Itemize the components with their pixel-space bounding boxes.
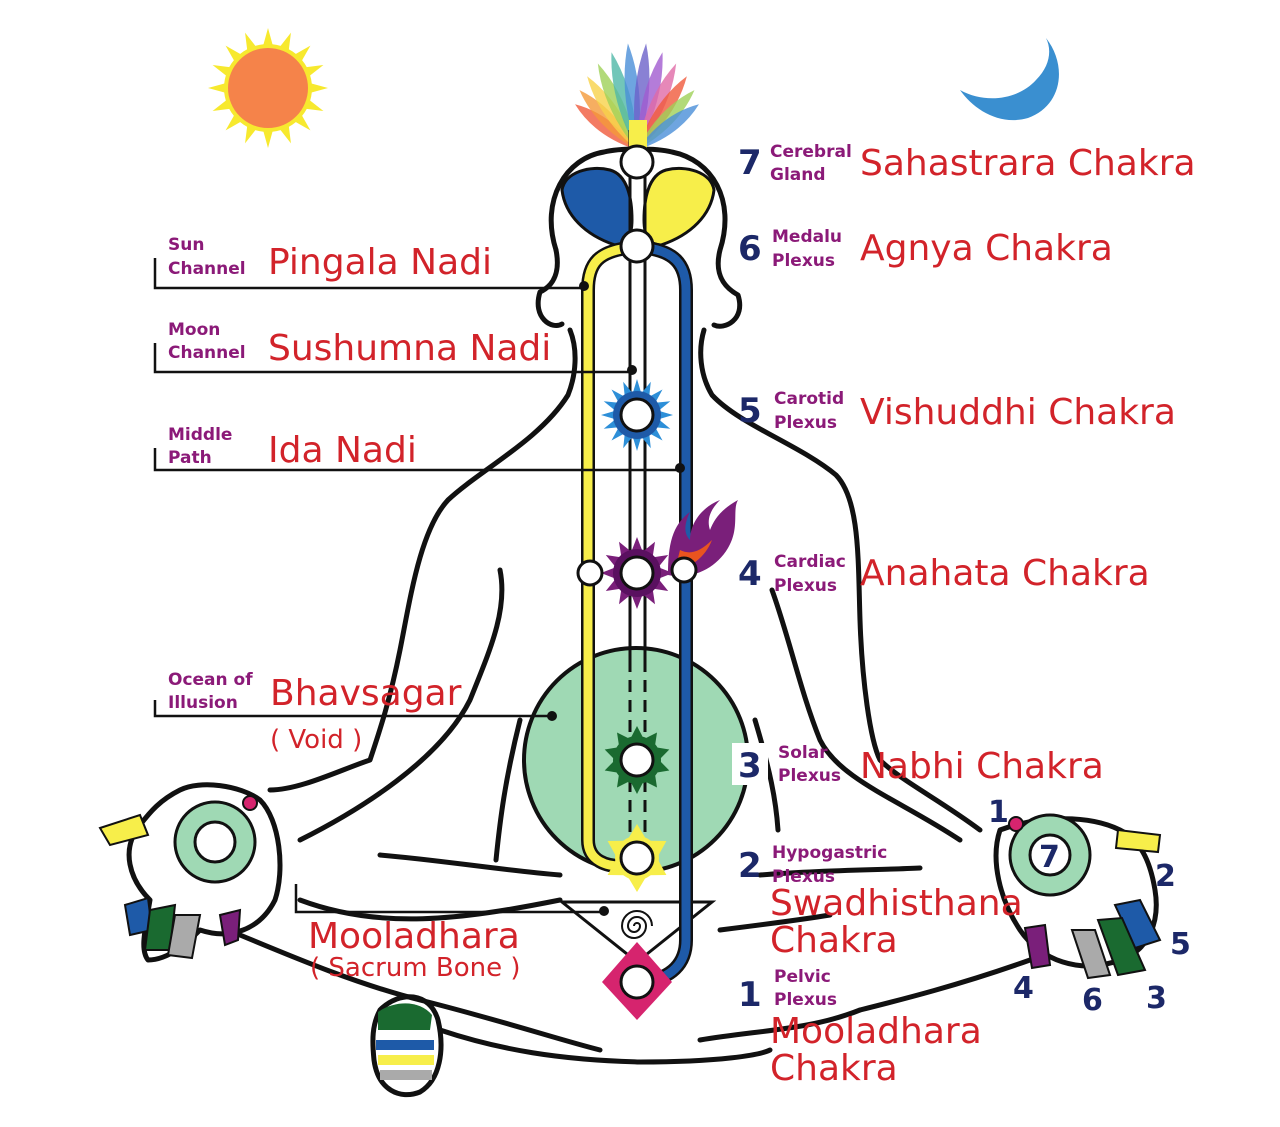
svg-text:Plexus: Plexus xyxy=(772,867,835,887)
svg-text:Path: Path xyxy=(168,448,212,468)
svg-text:Hypogastric: Hypogastric xyxy=(772,843,887,863)
svg-text:Moon: Moon xyxy=(168,320,220,340)
svg-text:Cardiac: Cardiac xyxy=(774,552,846,572)
svg-text:3: 3 xyxy=(738,746,762,786)
svg-text:Plexus: Plexus xyxy=(774,413,837,433)
svg-text:2: 2 xyxy=(738,846,762,886)
svg-text:Gland: Gland xyxy=(770,165,826,185)
left-palm-chakra xyxy=(98,795,258,960)
crown-rays-icon xyxy=(575,43,699,150)
chakra-1-label: 1 Pelvic Plexus Mooladhara Chakra xyxy=(738,967,982,1089)
svg-text:Sun: Sun xyxy=(168,235,204,255)
svg-text:Channel: Channel xyxy=(168,259,246,279)
svg-text:Mooladhara: Mooladhara xyxy=(308,916,520,957)
bhavsagar-label: Ocean of Illusion Bhavsagar ( Void ) xyxy=(168,670,462,755)
svg-text:3: 3 xyxy=(1146,981,1167,1016)
nadi-ida-label: Middle Path Ida Nadi xyxy=(168,425,417,471)
svg-text:( Sacrum Bone ): ( Sacrum Bone ) xyxy=(310,953,521,983)
svg-text:7: 7 xyxy=(738,143,762,183)
svg-text:Ida Nadi: Ida Nadi xyxy=(268,430,417,471)
svg-text:Mooladhara: Mooladhara xyxy=(770,1011,982,1052)
svg-text:Agnya Chakra: Agnya Chakra xyxy=(860,228,1113,269)
svg-text:Anahata Chakra: Anahata Chakra xyxy=(860,553,1150,594)
svg-text:Cerebral: Cerebral xyxy=(770,142,852,162)
svg-text:Bhavsagar: Bhavsagar xyxy=(270,673,462,714)
svg-text:1: 1 xyxy=(988,795,1009,830)
right-hand-finger-numbers: 1 7 2 5 3 6 4 xyxy=(988,795,1191,1018)
svg-text:( Void ): ( Void ) xyxy=(270,725,362,755)
svg-text:4: 4 xyxy=(738,554,762,594)
svg-text:5: 5 xyxy=(738,391,762,431)
svg-text:Nabhi Chakra: Nabhi Chakra xyxy=(860,746,1104,787)
svg-text:6: 6 xyxy=(738,229,762,269)
svg-text:Sahastrara Chakra: Sahastrara Chakra xyxy=(860,143,1196,184)
brain-hemispheres-icon xyxy=(560,166,716,247)
moon-icon xyxy=(960,38,1059,121)
svg-text:Carotid: Carotid xyxy=(774,389,844,409)
svg-text:4: 4 xyxy=(1013,971,1034,1006)
mooladhara-triangle-icon xyxy=(557,900,717,964)
svg-text:5: 5 xyxy=(1170,927,1191,962)
svg-text:6: 6 xyxy=(1082,983,1103,1018)
svg-text:Pingala Nadi: Pingala Nadi xyxy=(268,242,492,283)
svg-text:2: 2 xyxy=(1155,859,1176,894)
bottom-hand-bands xyxy=(376,1003,434,1080)
svg-text:Channel: Channel xyxy=(168,343,246,363)
leader-lines xyxy=(153,258,685,916)
sun-ray xyxy=(262,129,274,148)
svg-text:Pelvic: Pelvic xyxy=(774,967,831,987)
meditating-body-outline xyxy=(126,146,1159,1098)
svg-text:Swadhisthana: Swadhisthana xyxy=(770,883,1023,924)
right-palm-chakra xyxy=(1008,813,1162,980)
mooladhara-left-label: Mooladhara ( Sacrum Bone ) xyxy=(308,916,521,983)
svg-text:Illusion: Illusion xyxy=(168,693,238,713)
svg-text:Vishuddhi Chakra: Vishuddhi Chakra xyxy=(860,392,1176,433)
sun-icon xyxy=(208,28,328,148)
chakra-5-label: 5 Carotid Plexus Vishuddhi Chakra xyxy=(738,389,1176,433)
chakra-nodes xyxy=(576,144,698,1000)
sun-ray xyxy=(208,82,227,94)
svg-text:Plexus: Plexus xyxy=(778,766,841,786)
svg-text:Ocean of: Ocean of xyxy=(168,670,253,690)
sun-ray xyxy=(262,28,274,47)
svg-text:Middle: Middle xyxy=(168,425,232,445)
chakra-3-label: 3 Solar Plexus Nabhi Chakra xyxy=(732,743,1104,787)
svg-text:1: 1 xyxy=(738,975,762,1015)
crown-ray xyxy=(637,104,699,150)
chakra-4-label: 4 Cardiac Plexus Anahata Chakra xyxy=(738,552,1150,596)
chakra-6-label: 6 Medalu Plexus Agnya Chakra xyxy=(738,227,1113,271)
nadi-sushumna-label: Moon Channel Sushumna Nadi xyxy=(168,320,551,369)
svg-text:Sushumna Nadi: Sushumna Nadi xyxy=(268,328,551,369)
svg-text:Chakra: Chakra xyxy=(770,920,898,961)
svg-text:Medalu: Medalu xyxy=(772,227,842,247)
svg-text:Plexus: Plexus xyxy=(774,576,837,596)
svg-text:Chakra: Chakra xyxy=(770,1048,898,1089)
svg-text:Plexus: Plexus xyxy=(774,990,837,1010)
chakra-2-label: 2 Hypogastric Plexus Swadhisthana Chakra xyxy=(738,843,1023,961)
nadi-pingala-label: Sun Channel Pingala Nadi xyxy=(168,235,492,283)
chakra-7-label: 7 Cerebral Gland Sahastrara Chakra xyxy=(738,142,1196,185)
svg-text:Plexus: Plexus xyxy=(772,251,835,271)
svg-text:7: 7 xyxy=(1039,840,1060,875)
svg-text:Solar: Solar xyxy=(778,743,828,763)
sun-ray xyxy=(309,82,328,94)
